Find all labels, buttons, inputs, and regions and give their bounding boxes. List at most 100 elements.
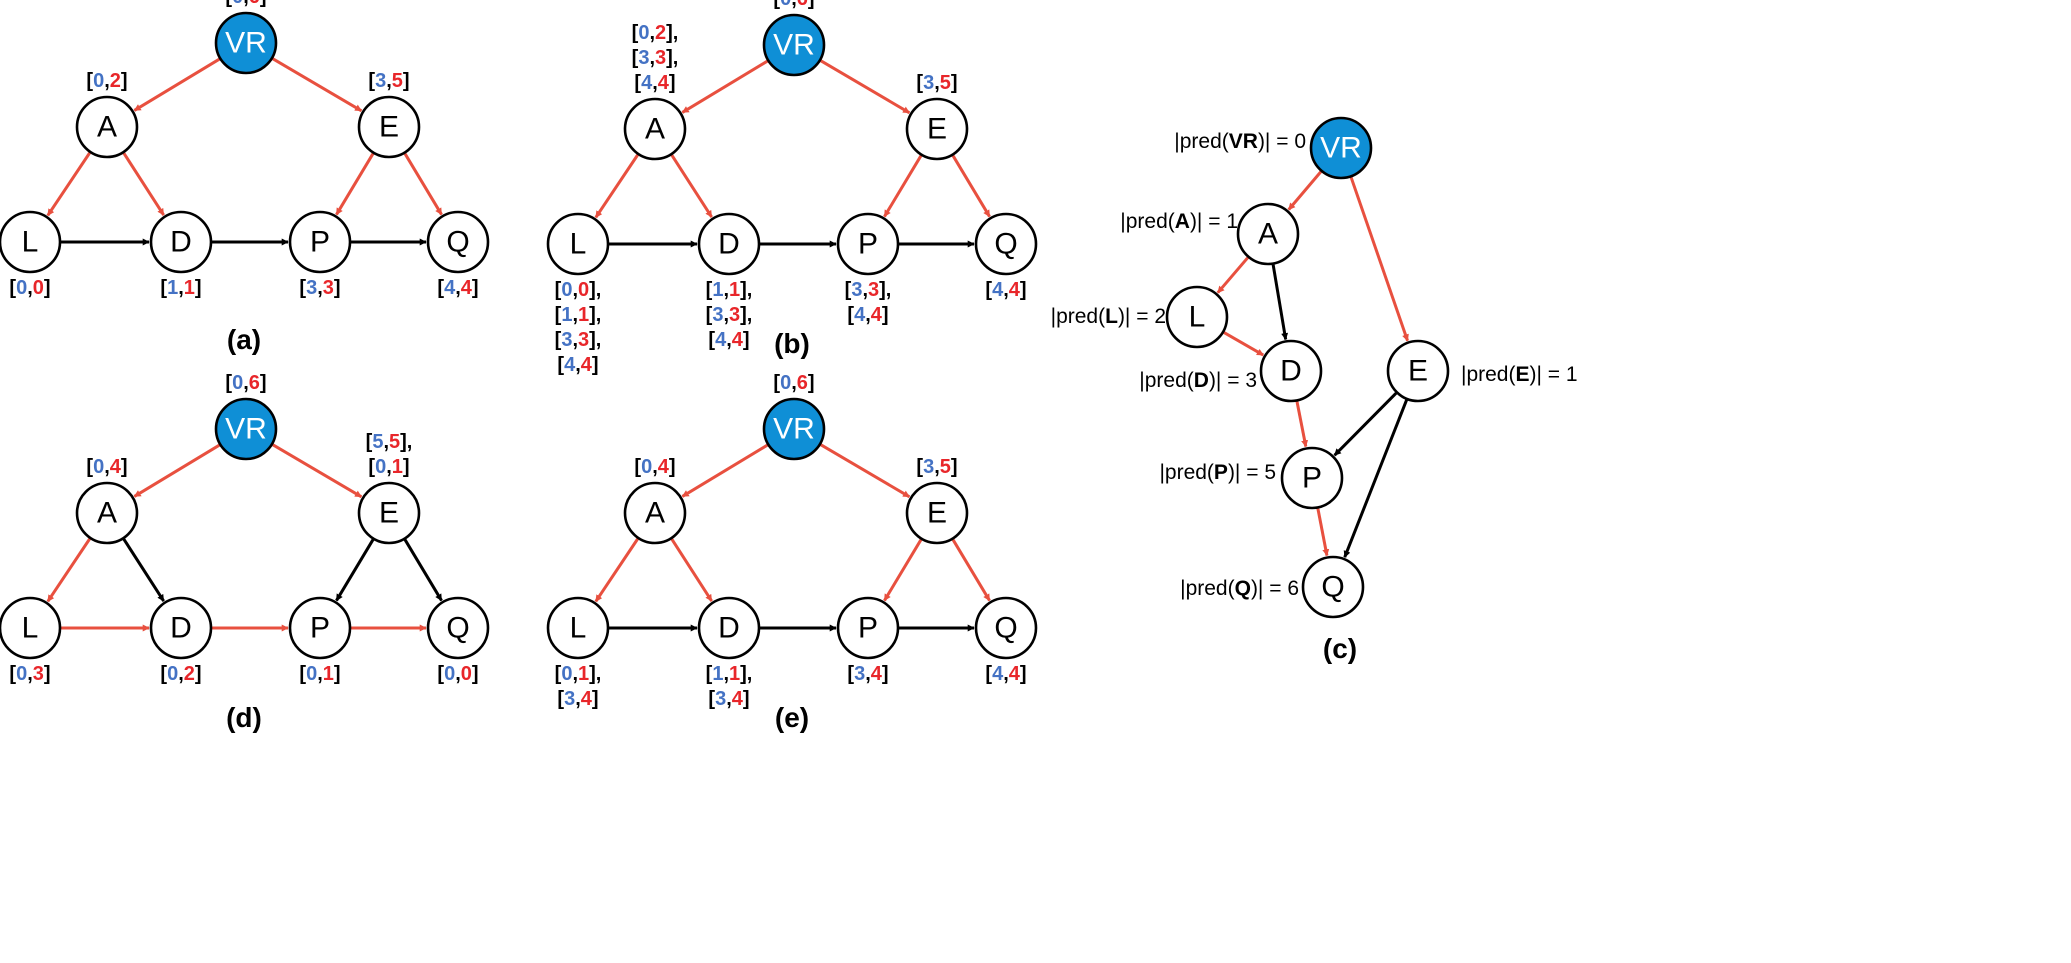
- node-vr: [214, 397, 278, 461]
- interval-a: [0,4]: [86, 456, 127, 478]
- panel-label-b: (b): [774, 328, 810, 359]
- node-label-d: D: [718, 228, 740, 261]
- node-a: [623, 97, 687, 161]
- pred-label-q: |pred(Q)| = 6: [1180, 577, 1299, 600]
- node-vr: [1309, 116, 1373, 180]
- edge-e-to-p: [883, 154, 923, 218]
- interval-a: [4,4]: [634, 72, 675, 94]
- node-q: [974, 212, 1038, 276]
- interval-vr: [0,6]: [225, 372, 266, 394]
- node-p: [836, 596, 900, 660]
- interval-q: [0,0]: [437, 663, 478, 685]
- interval-l: [3,4]: [557, 688, 598, 710]
- panel-label-d: (d): [226, 702, 262, 733]
- edge-a-to-l: [594, 153, 639, 219]
- node-vr: [214, 11, 278, 75]
- interval-e: [0,1]: [368, 456, 409, 478]
- node-q: [974, 596, 1038, 660]
- node-d: [697, 596, 761, 660]
- interval-vr: [0,6]: [773, 0, 814, 10]
- node-label-e: E: [379, 111, 399, 144]
- edge-e-to-q: [403, 538, 443, 602]
- node-label-e: E: [927, 497, 947, 530]
- pred-label-e: |pred(E)| = 1: [1461, 363, 1578, 386]
- interval-l: [0,1],: [555, 663, 602, 685]
- node-e: [905, 97, 969, 161]
- node-label-l: L: [570, 228, 587, 261]
- node-l: [1165, 285, 1229, 349]
- interval-l: [4,4]: [557, 354, 598, 376]
- edge-a-to-d: [670, 538, 713, 602]
- node-label-vr: VR: [773, 29, 815, 62]
- interval-e: [3,5]: [916, 456, 957, 478]
- node-a: [75, 95, 139, 159]
- node-d: [697, 212, 761, 276]
- node-label-q: Q: [446, 226, 469, 259]
- edge-vr-to-e: [271, 443, 363, 499]
- edge-p-to-q: [1316, 508, 1330, 557]
- node-label-d: D: [718, 612, 740, 645]
- node-label-d: D: [170, 612, 192, 645]
- node-p: [288, 596, 352, 660]
- node-label-vr: VR: [225, 413, 267, 446]
- pred-label-p: |pred(P)| = 5: [1159, 461, 1276, 484]
- node-label-p: P: [310, 226, 330, 259]
- edge-a-to-l: [46, 537, 91, 603]
- edge-e-to-p: [1333, 391, 1398, 457]
- node-q: [426, 210, 490, 274]
- node-p: [1280, 446, 1344, 510]
- interval-p: [3,3]: [299, 277, 340, 299]
- panel-label-c: (c): [1323, 633, 1357, 664]
- node-p: [288, 210, 352, 274]
- node-e: [357, 95, 421, 159]
- interval-q: [4,4]: [985, 663, 1026, 685]
- node-q: [426, 596, 490, 660]
- edge-e-to-q: [403, 152, 443, 216]
- node-a: [75, 481, 139, 545]
- node-l: [546, 596, 610, 660]
- edge-a-to-d: [122, 538, 165, 602]
- edge-vr-to-e: [271, 57, 363, 113]
- interval-d: [3,4]: [708, 688, 749, 710]
- node-label-vr: VR: [1320, 132, 1362, 165]
- interval-l: [1,1],: [555, 304, 602, 326]
- interval-a: [0,2],: [632, 22, 679, 44]
- edge-l-to-d: [1223, 331, 1264, 357]
- node-label-p: P: [858, 612, 878, 645]
- interval-l: [3,3],: [555, 329, 602, 351]
- node-label-d: D: [1280, 355, 1302, 388]
- edge-vr-to-a: [681, 443, 769, 498]
- interval-p: [3,3],: [845, 279, 892, 301]
- edge-vr-to-a: [133, 57, 221, 112]
- node-label-a: A: [645, 497, 665, 530]
- interval-e: [3,5]: [368, 70, 409, 92]
- edge-e-to-q: [1343, 399, 1409, 558]
- interval-a: [3,3],: [632, 47, 679, 69]
- node-label-l: L: [22, 612, 39, 645]
- interval-q: [4,4]: [437, 277, 478, 299]
- interval-p: [3,4]: [847, 663, 888, 685]
- interval-l: [0,0]: [9, 277, 50, 299]
- edge-vr-to-e: [819, 443, 911, 499]
- node-l: [546, 212, 610, 276]
- edge-a-to-d: [1271, 264, 1289, 341]
- node-q: [1301, 555, 1365, 619]
- node-label-q: Q: [994, 228, 1017, 261]
- interval-vr: [0,6]: [773, 372, 814, 394]
- node-label-d: D: [170, 226, 192, 259]
- edge-e-to-q: [951, 154, 991, 218]
- node-e: [905, 481, 969, 545]
- interval-vr: [0,6]: [225, 0, 266, 8]
- panel-label-a: (a): [227, 324, 261, 355]
- interval-l: [0,0],: [555, 279, 602, 301]
- pred-label-d: |pred(D)| = 3: [1139, 369, 1257, 392]
- node-e: [1386, 339, 1450, 403]
- node-label-l: L: [1189, 301, 1206, 334]
- edge-e-to-p: [883, 538, 923, 602]
- node-d: [149, 596, 213, 660]
- node-d: [1259, 339, 1323, 403]
- pred-label-l: |pred(L)| = 2: [1051, 305, 1166, 328]
